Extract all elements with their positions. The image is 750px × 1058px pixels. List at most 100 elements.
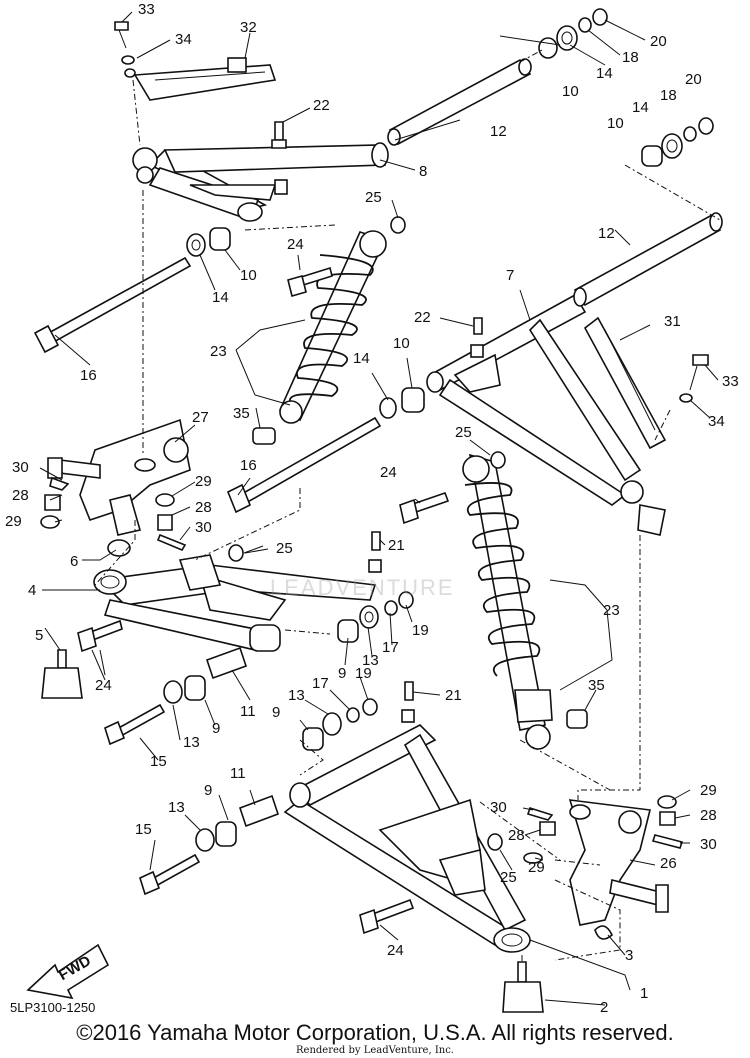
bolt-33-top: [114, 21, 136, 78]
nut-25-upper: [390, 216, 406, 234]
callout-33-right: 33: [722, 373, 739, 390]
callout-24-lower-left: 24: [95, 677, 112, 694]
ball-joint-5: [41, 649, 83, 699]
callout-10-left: 10: [240, 267, 257, 284]
callout-30-left: 30: [12, 459, 29, 476]
callout-9-upper: 9: [212, 720, 220, 737]
bolt-16-upper: [33, 256, 192, 354]
callout-30-left-b: 30: [195, 519, 212, 536]
shock-23-upper: [252, 230, 387, 445]
callout-17-middle: 17: [382, 639, 399, 656]
callout-11-upper: 11: [240, 703, 256, 720]
callout-33-top: 33: [138, 1, 155, 18]
bolt-16-middle: [226, 416, 382, 514]
callout-29-right-b: 29: [528, 859, 545, 876]
callout-21-left: 21: [388, 537, 405, 554]
callout-35-lower: 35: [588, 677, 605, 694]
callout-25-upper: 25: [365, 189, 382, 206]
callout-20-right: 20: [685, 71, 702, 88]
callout-30-right-b: 30: [490, 799, 507, 816]
callout-13-lower: 13: [288, 687, 305, 704]
upper-arm-left: [132, 142, 389, 222]
callout-13-upper: 13: [183, 734, 200, 751]
small-parts-left: [40, 476, 187, 552]
callout-23-lower: 23: [603, 602, 620, 619]
bushing-stack-lower: [302, 698, 378, 751]
bushing-stack-top: [538, 8, 608, 59]
callout-32: 32: [240, 19, 257, 36]
grease-nipple-22-top: [271, 121, 288, 195]
bushing-10-14-middle: [379, 387, 425, 419]
callout-7: 7: [506, 267, 514, 284]
callout-19-lower: 19: [355, 665, 372, 682]
leader-lines: [39, 11, 719, 1006]
knuckle-27-left: [47, 418, 191, 536]
callout-25-left: 25: [276, 540, 293, 557]
collar-tube-top: [387, 58, 532, 146]
shock-23-lower: [462, 453, 588, 750]
callout-30-right: 30: [700, 836, 717, 853]
bushing-stack-right: [641, 117, 714, 167]
callout-12-right: 12: [598, 225, 615, 242]
copyright-notice: ©2016 Yamaha Motor Corporation, U.S.A. A…: [76, 1020, 674, 1045]
callout-28-left: 28: [12, 487, 29, 504]
callout-34-right: 34: [708, 413, 725, 430]
callout-4: 4: [28, 582, 36, 599]
callout-27: 27: [192, 409, 209, 426]
callout-23-upper: 23: [210, 343, 227, 360]
callout-26: 26: [660, 855, 677, 872]
callout-24-upper: 24: [287, 236, 304, 253]
upper-arm-right-7: [426, 293, 666, 536]
callout-15-lower: 15: [135, 821, 152, 838]
lower-arm-4-left: [93, 539, 377, 652]
grease-nipple-21-left: [368, 531, 382, 573]
callout-11-lower: 11: [230, 765, 246, 782]
knuckle-26-right: [568, 799, 669, 940]
renderer-credit: Rendered by LeadVenture, Inc.: [296, 1045, 454, 1056]
bolt-33-right: [679, 354, 709, 403]
callout-17-lower: 17: [312, 675, 329, 692]
grease-nipple-21-right: [401, 681, 415, 723]
fwd-arrow: FWD: [26, 943, 110, 1000]
callout-18-right: 18: [660, 87, 677, 104]
callout-10-right: 10: [607, 115, 624, 132]
pivot-set-lower: [139, 794, 280, 896]
callout-29-left-a: 29: [195, 473, 212, 490]
callout-10-top: 10: [562, 83, 579, 100]
callout-numbers: 33 34 32 22 20 18 14 10 12 8 25 24 10 14…: [5, 1, 739, 1016]
callout-35-upper: 35: [233, 405, 250, 422]
callout-9-lower: 9: [204, 782, 212, 799]
nut-25-left: [228, 544, 244, 562]
bushing-stack-middle: [337, 591, 414, 643]
callout-28-right: 28: [700, 807, 717, 824]
callout-16-upper: 16: [80, 367, 97, 384]
drawing-code: 5LP3100-1250: [10, 1000, 96, 1015]
callout-2: 2: [600, 999, 608, 1016]
callout-8: 8: [419, 163, 427, 180]
ball-joint-2: [502, 961, 544, 1013]
bolt-24-lower-left: [77, 619, 123, 653]
callout-24-lower: 24: [387, 942, 404, 959]
nut-25-lower: [487, 833, 503, 851]
callout-14-left: 14: [212, 289, 229, 306]
callout-14-right: 14: [632, 99, 649, 116]
callout-12-top: 12: [490, 123, 507, 140]
collar-tube-right: [573, 212, 723, 307]
lower-arm-1-right: [283, 724, 531, 953]
callout-19-middle: 19: [412, 622, 429, 639]
callout-10-middle: 10: [393, 335, 410, 352]
callout-29-left-b: 29: [5, 513, 22, 530]
callout-9-lower-left: 9: [272, 704, 280, 721]
callout-1: 1: [640, 985, 648, 1002]
callout-29-right: 29: [700, 782, 717, 799]
pivot-set-upper: [104, 646, 248, 746]
callout-14-top: 14: [596, 65, 613, 82]
callout-3: 3: [625, 947, 633, 964]
bushing-10-14-left: [186, 227, 231, 257]
callout-14-middle: 14: [353, 350, 370, 367]
callout-21-right: 21: [445, 687, 462, 704]
callout-22-top: 22: [313, 97, 330, 114]
bolt-24-upper: [287, 266, 333, 297]
bracket-31: [583, 316, 667, 450]
bolt-24-right: [399, 491, 450, 525]
